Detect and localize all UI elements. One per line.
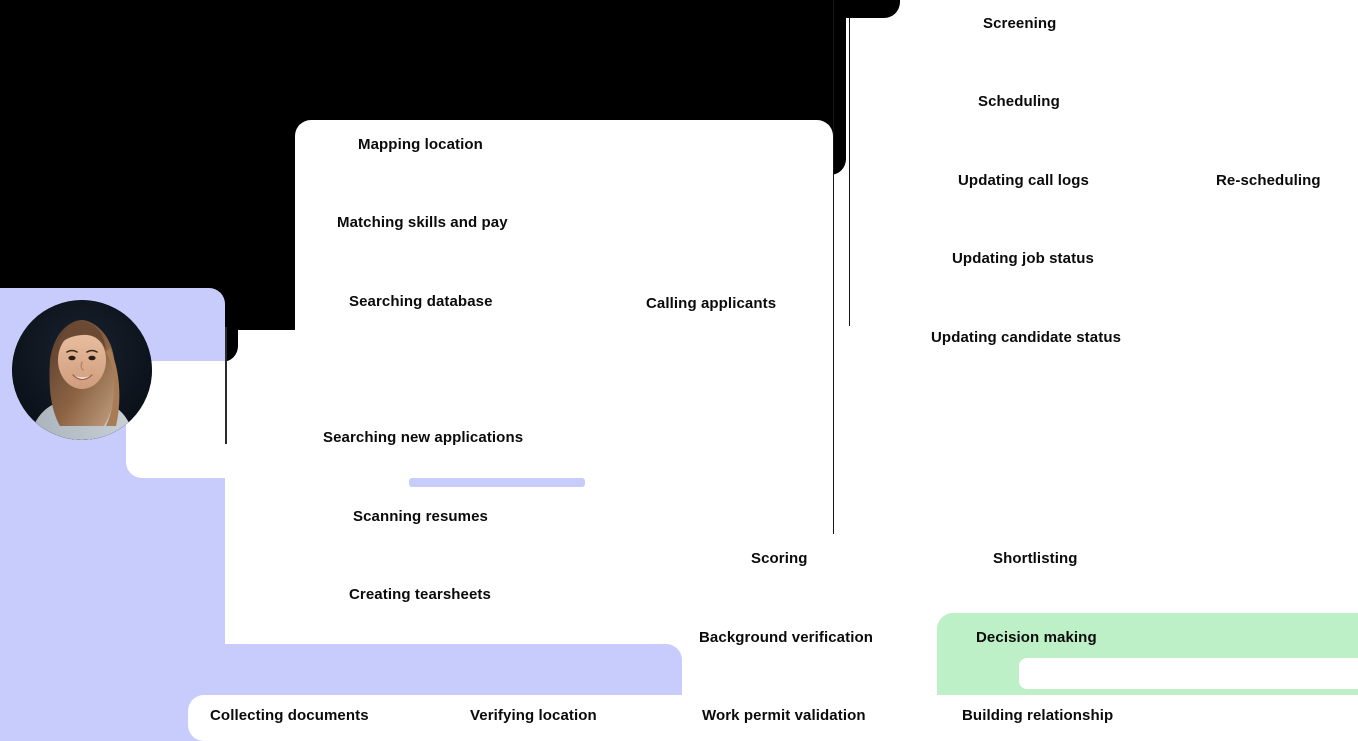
task-label-scoring[interactable]: Scoring (751, 550, 808, 567)
task-label-verifying-location[interactable]: Verifying location (470, 707, 597, 724)
white-right-upper-card[interactable] (833, 175, 1358, 535)
task-label-matching-skills-and-pay[interactable]: Matching skills and pay (337, 214, 508, 231)
white-notch-in-green-card (1019, 658, 1358, 689)
sourcing-divider-rule (225, 327, 227, 444)
task-label-background-verification[interactable]: Background verification (699, 629, 874, 646)
task-label-screening[interactable]: Screening (983, 15, 1057, 32)
task-label-shortlisting[interactable]: Shortlisting (993, 550, 1078, 567)
task-label-updating-job-status[interactable]: Updating job status (952, 250, 1094, 267)
white-sourcing-lower-card[interactable] (126, 361, 833, 478)
white-scanning-card[interactable] (294, 490, 833, 639)
task-label-creating-tearsheets[interactable]: Creating tearsheets (349, 586, 491, 603)
coordination-divider-rule (849, 18, 850, 326)
white-documents-card[interactable] (188, 695, 1358, 741)
task-label-updating-call-logs[interactable]: Updating call logs (958, 172, 1089, 189)
task-label-collecting-documents[interactable]: Collecting documents (210, 707, 369, 724)
avatar-photo (12, 300, 152, 440)
task-label-re-scheduling[interactable]: Re-scheduling (1216, 172, 1321, 189)
task-label-calling-applicants[interactable]: Calling applicants (646, 295, 777, 312)
task-label-scanning-resumes[interactable]: Scanning resumes (353, 508, 488, 525)
task-label-work-permit-validation[interactable]: Work permit validation (702, 707, 866, 724)
task-label-scheduling[interactable]: Scheduling (978, 93, 1060, 110)
task-label-updating-candidate-status[interactable]: Updating candidate status (931, 329, 1122, 346)
lavender-connector-strip (409, 478, 585, 487)
task-label-decision-making[interactable]: Decision making (976, 629, 1097, 646)
task-label-searching-database[interactable]: Searching database (349, 293, 493, 310)
engagement-divider-rule (833, 0, 834, 534)
task-label-searching-new-applications[interactable]: Searching new applications (323, 429, 524, 446)
recruiter-avatar[interactable] (12, 300, 152, 440)
task-label-mapping-location[interactable]: Mapping location (358, 136, 483, 153)
task-label-building-relationship[interactable]: Building relationship (962, 707, 1114, 724)
